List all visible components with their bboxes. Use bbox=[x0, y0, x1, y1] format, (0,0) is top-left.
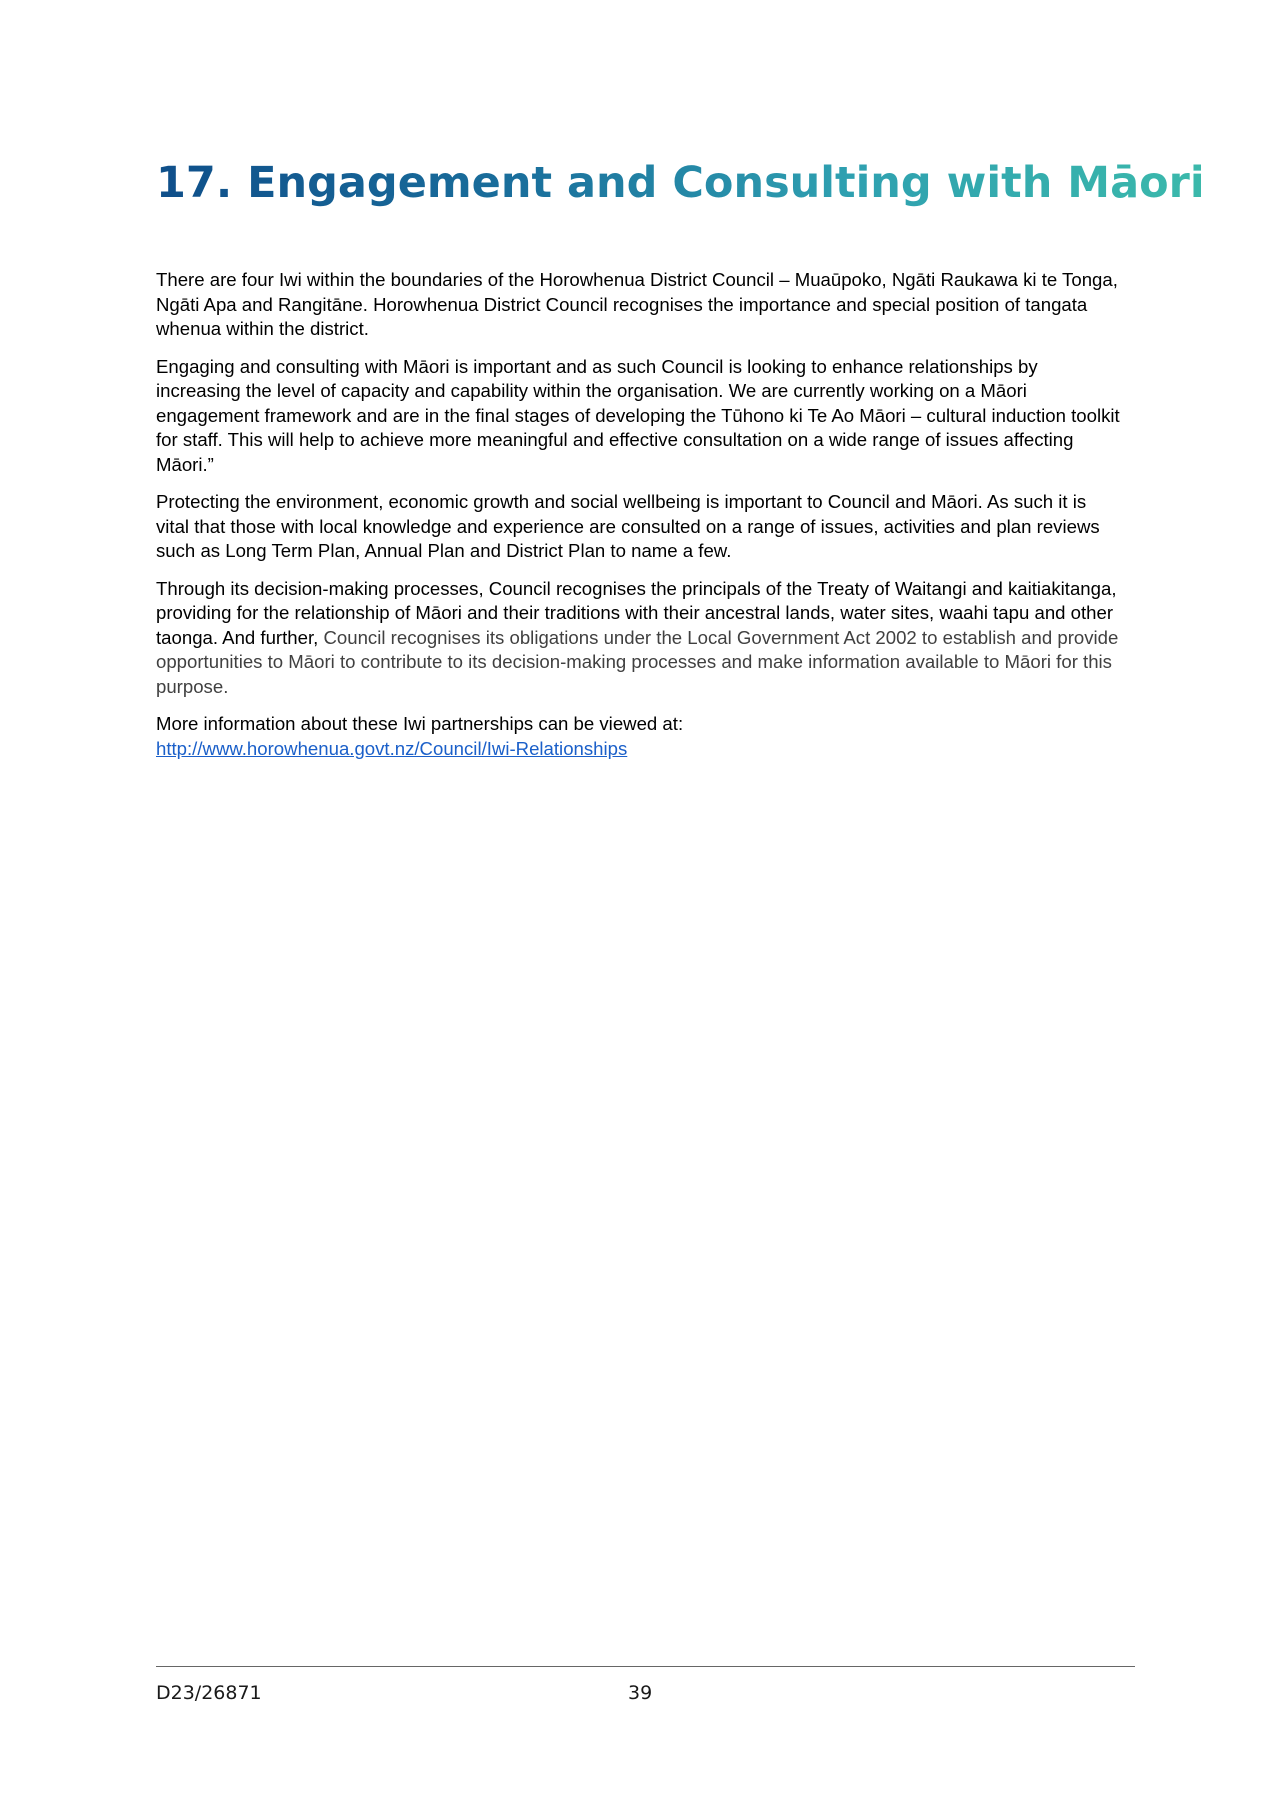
paragraph-decision-making: Through its decision-making processes, C… bbox=[156, 577, 1124, 700]
paragraph-iwi-overview: There are four Iwi within the boundaries… bbox=[156, 269, 1118, 339]
iwi-relationships-link[interactable]: http://www.horowhenua.govt.nz/Council/Iw… bbox=[156, 737, 628, 759]
document-body: There are four Iwi within the boundaries… bbox=[156, 268, 1124, 774]
paragraph-decision-making-obligations: Council recognises its obligations under… bbox=[156, 626, 1119, 697]
page-title: 17. Engagement and Consulting with Māori bbox=[156, 158, 1205, 208]
footer-divider bbox=[156, 1666, 1135, 1667]
paragraph-decision-making-main: Through its decision-making processes, C… bbox=[156, 577, 1117, 648]
footer-page-number: 39 bbox=[628, 1682, 653, 1704]
paragraph-environment: Protecting the environment, economic gro… bbox=[156, 491, 1100, 561]
paragraph-more-info: More information about these Iwi partner… bbox=[156, 712, 1124, 761]
more-info-text: More information about these Iwi partner… bbox=[156, 713, 684, 734]
footer-document-id: D23/26871 bbox=[156, 1682, 262, 1704]
paragraph-engagement: Engaging and consulting with Māori is im… bbox=[156, 355, 1120, 475]
